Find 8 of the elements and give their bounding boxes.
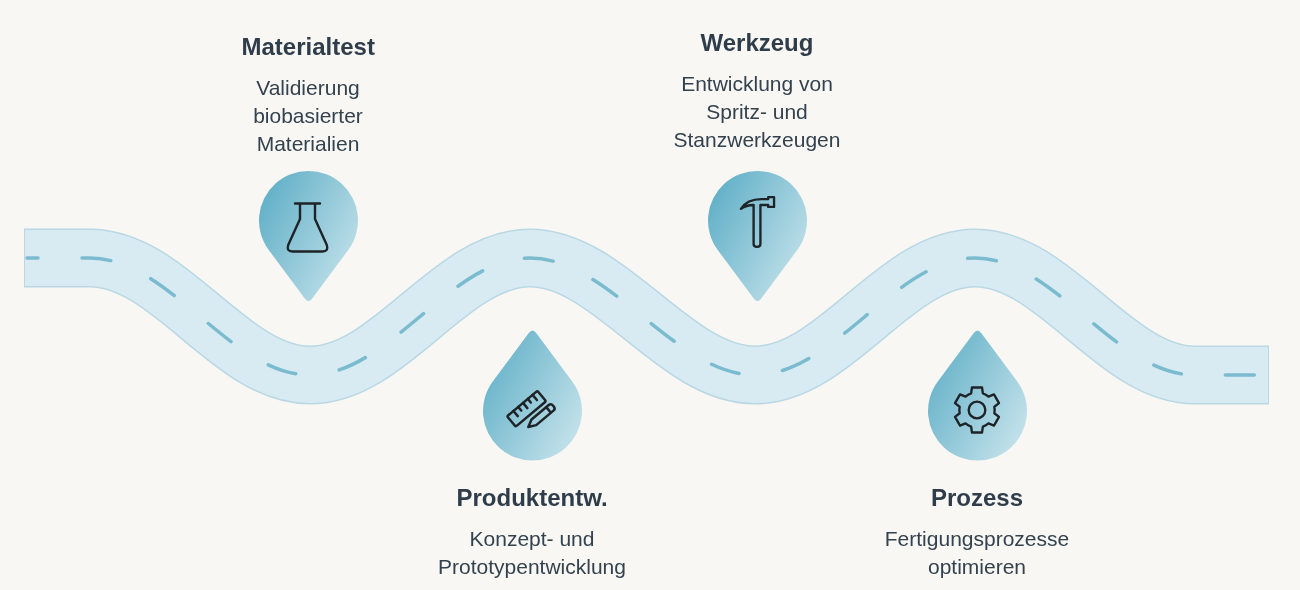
step-title: Produktentw. — [456, 483, 608, 513]
step-title: Materialtest — [241, 32, 375, 62]
step-title: Werkzeug — [700, 28, 814, 58]
step-description: Fertigungsprozesse optimieren — [883, 526, 1071, 580]
step-description: Validierung biobasierter Materialien — [252, 75, 364, 157]
step-description: Entwicklung von Spritz- und Stanzwerkzeugen — [672, 71, 842, 153]
step-title: Prozess — [931, 483, 1024, 513]
step-description: Konzept- und Prototypentwicklung — [437, 526, 627, 580]
